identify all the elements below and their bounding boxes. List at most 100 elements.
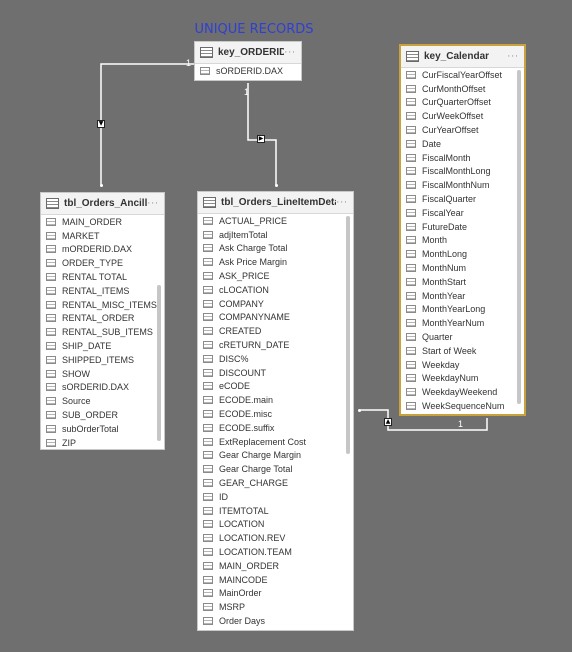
field-row[interactable]: CREATED xyxy=(198,324,353,338)
field-row[interactable]: RENTAL_MISC_ITEMS xyxy=(41,298,164,312)
field-row[interactable]: FutureDate xyxy=(401,220,524,234)
field-row[interactable]: CurQuarterOffset xyxy=(401,96,524,110)
table-header[interactable]: tbl_Orders_AncillInfo ··· xyxy=(41,193,164,215)
field-row[interactable]: MSRP xyxy=(198,600,353,614)
field-icon xyxy=(203,244,213,253)
field-row[interactable]: ID xyxy=(198,490,353,504)
table-header[interactable]: key_Calendar ··· xyxy=(401,46,524,68)
field-row[interactable]: cRETURN_DATE xyxy=(198,338,353,352)
field-row[interactable]: subOrderTotal xyxy=(41,422,164,436)
field-row[interactable]: Start of Week xyxy=(401,344,524,358)
filter-direction-right-icon[interactable]: ▶ xyxy=(257,135,265,143)
field-row[interactable]: MonthYear xyxy=(401,289,524,303)
field-row[interactable]: SHOW xyxy=(41,367,164,381)
field-row[interactable]: MonthLong xyxy=(401,247,524,261)
field-row[interactable]: Order Days xyxy=(198,614,353,628)
field-row[interactable]: ITEMTOTAL xyxy=(198,504,353,518)
field-row[interactable]: Source xyxy=(41,394,164,408)
field-row[interactable]: ExtReplacement Cost xyxy=(198,435,353,449)
scrollbar[interactable] xyxy=(157,285,161,441)
field-row[interactable]: Quarter xyxy=(401,330,524,344)
field-row[interactable]: sORDERID.DAX xyxy=(195,64,301,78)
field-row[interactable]: MARKET xyxy=(41,229,164,243)
field-row[interactable]: MAIN_ORDER xyxy=(41,215,164,229)
field-row[interactable]: MonthNum xyxy=(401,261,524,275)
field-row[interactable]: COMPANY xyxy=(198,297,353,311)
table-key-orderid-sub[interactable]: key_ORDERID.sub ··· sORDERID.DAX xyxy=(194,41,302,81)
field-row[interactable]: CurFiscalYearOffset xyxy=(401,68,524,82)
field-row[interactable]: ECODE.main xyxy=(198,393,353,407)
more-options-icon[interactable]: ··· xyxy=(336,197,348,208)
field-row[interactable]: mORDERID.DAX xyxy=(41,243,164,257)
table-header[interactable]: key_ORDERID.sub ··· xyxy=(195,42,301,64)
field-row[interactable]: FiscalQuarter xyxy=(401,192,524,206)
scrollbar[interactable] xyxy=(517,70,521,404)
field-row[interactable]: eCODE xyxy=(198,380,353,394)
field-row[interactable]: ECODE.misc xyxy=(198,407,353,421)
field-row[interactable]: WeekdayWeekend xyxy=(401,385,524,399)
more-options-icon[interactable]: ··· xyxy=(147,198,159,209)
field-row[interactable]: ZIP xyxy=(41,436,164,449)
field-icon xyxy=(203,617,213,625)
field-icon xyxy=(406,98,416,107)
field-row[interactable]: LOCATION xyxy=(198,518,353,532)
field-icon xyxy=(46,245,56,254)
field-row[interactable]: FiscalMonth xyxy=(401,151,524,165)
field-row[interactable]: LOCATION.REV xyxy=(198,531,353,545)
field-row[interactable]: Gear Charge Total xyxy=(198,462,353,476)
field-row[interactable]: RENTAL TOTAL xyxy=(41,270,164,284)
field-row[interactable]: WeekSequenceNum xyxy=(401,399,524,413)
field-row[interactable]: MonthStart xyxy=(401,275,524,289)
field-row[interactable]: ORDER_TYPE xyxy=(41,256,164,270)
field-row[interactable]: adjItemTotal xyxy=(198,228,353,242)
field-row[interactable]: LOCATION.TEAM xyxy=(198,545,353,559)
field-row[interactable]: DISCOUNT xyxy=(198,366,353,380)
field-row[interactable]: MAINCODE xyxy=(198,573,353,587)
field-row[interactable]: SHIPPED_ITEMS xyxy=(41,353,164,367)
field-row[interactable]: MonthYearLong xyxy=(401,303,524,317)
field-row[interactable]: ACTUAL_PRICE xyxy=(198,214,353,228)
field-row[interactable]: MAIN_ORDER xyxy=(198,559,353,573)
table-header[interactable]: tbl_Orders_LineItemDetails ··· xyxy=(198,192,353,214)
field-row[interactable]: RENTAL_ORDER xyxy=(41,312,164,326)
field-row[interactable]: MonthYearNum xyxy=(401,316,524,330)
field-row[interactable]: Month xyxy=(401,234,524,248)
field-row[interactable]: Ask Price Margin xyxy=(198,255,353,269)
field-row[interactable]: FiscalYear xyxy=(401,206,524,220)
field-row[interactable]: cLOCATION xyxy=(198,283,353,297)
field-name: MAIN_ORDER xyxy=(219,560,280,571)
field-name: cLOCATION xyxy=(219,284,269,295)
table-orders-ancillinfo[interactable]: tbl_Orders_AncillInfo ··· MAIN_ORDERMARK… xyxy=(40,192,165,450)
field-row[interactable]: DISC% xyxy=(198,352,353,366)
field-row[interactable]: FiscalMonthNum xyxy=(401,178,524,192)
field-row[interactable]: CurMonthOffset xyxy=(401,82,524,96)
table-orders-lineitemdetails[interactable]: tbl_Orders_LineItemDetails ··· ACTUAL_PR… xyxy=(197,191,354,631)
field-row[interactable]: RENTAL_ITEMS xyxy=(41,284,164,298)
field-row[interactable]: RENTAL_SUB_ITEMS xyxy=(41,325,164,339)
field-row[interactable]: ECODE.suffix xyxy=(198,421,353,435)
field-row[interactable]: CurYearOffset xyxy=(401,123,524,137)
field-name: MonthYearLong xyxy=(422,304,486,315)
more-options-icon[interactable]: ··· xyxy=(507,51,519,62)
field-row[interactable]: COMPANYNAME xyxy=(198,311,353,325)
field-row[interactable]: FiscalMonthLong xyxy=(401,165,524,179)
field-row[interactable]: sORDERID.DAX xyxy=(41,381,164,395)
field-row[interactable]: SHIP_DATE xyxy=(41,339,164,353)
filter-direction-up-icon[interactable]: ▲ xyxy=(384,418,392,426)
field-row[interactable]: CurWeekOffset xyxy=(401,109,524,123)
field-row[interactable]: Ask Charge Total xyxy=(198,242,353,256)
field-row[interactable]: SUB_ORDER xyxy=(41,408,164,422)
field-name: Month xyxy=(422,235,448,246)
field-row[interactable]: Gear Charge Margin xyxy=(198,449,353,463)
field-row[interactable]: WeekdayNum xyxy=(401,372,524,386)
scrollbar[interactable] xyxy=(346,216,350,454)
field-row[interactable]: Date xyxy=(401,137,524,151)
filter-direction-down-icon[interactable]: ▼ xyxy=(97,120,105,128)
field-row[interactable]: GEAR_CHARGE xyxy=(198,476,353,490)
field-row[interactable]: ASK_PRICE xyxy=(198,269,353,283)
field-row[interactable]: Weekday xyxy=(401,358,524,372)
more-options-icon[interactable]: ··· xyxy=(284,47,296,58)
field-icon xyxy=(406,250,416,259)
field-row[interactable]: MainOrder xyxy=(198,587,353,601)
